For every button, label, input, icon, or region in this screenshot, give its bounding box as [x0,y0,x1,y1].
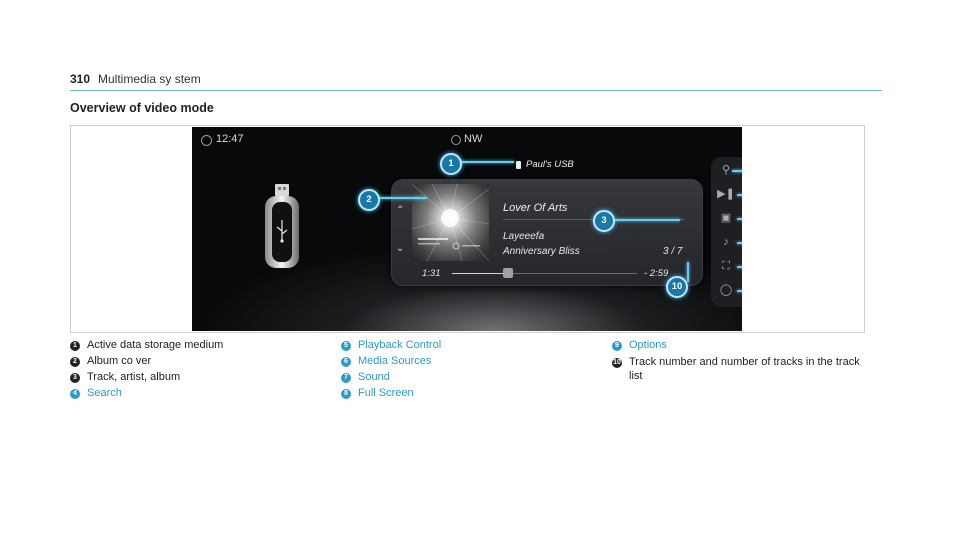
legend-number: 10 [612,358,622,368]
chevron-up-icon[interactable]: ⌃ [396,205,405,216]
callout-badge: 10 [666,276,688,298]
page-header: 310 Multimedia sy stem [70,70,882,91]
usb-source-icon [516,161,521,169]
legend-number: 8 [341,389,351,399]
track-title: Lover Of Arts [503,202,568,214]
album-cover-art [412,184,489,261]
track-album: Anniversary Bliss [503,246,580,257]
legend-item-full-screen[interactable]: 8 Full Screen [341,387,414,399]
callout-badge: 2 [358,189,380,211]
legend-item: 10 Track number and number of tracks in t… [612,355,869,383]
legend-item: 3 Track, artist, album [70,371,180,383]
legend-number: 4 [70,389,80,399]
callout-line-6 [737,218,742,220]
callout-line-7 [737,242,742,244]
legend-text: Track number and number of tracks in the… [629,356,860,382]
progress-fill [452,273,508,274]
legend-link[interactable]: Sound [358,371,390,383]
legend-item-playback-control[interactable]: 5 Playback Control [341,339,441,351]
legend-item: 1 Active data storage medium [70,339,223,351]
figure-frame: 12:47 NW Paul's USB ⌃ ⌄ [70,125,865,333]
clock-icon [201,135,212,146]
legend-link[interactable]: Media Sources [358,355,432,367]
legend-number: 6 [341,357,351,367]
options-icon[interactable]: ◯ [719,284,733,296]
legend-item-options[interactable]: 9 Options [612,339,667,351]
legend-text: Track, artist, album [87,371,181,383]
album-cover[interactable] [412,184,489,261]
legend-link[interactable]: Search [87,387,122,399]
media-sources-icon[interactable]: ▣ [720,212,732,224]
track-artist: Layeeefa [503,231,545,242]
callout-line-3 [600,219,680,221]
chevron-down-icon[interactable]: ⌄ [396,243,405,254]
search-icon[interactable]: ⚲ [721,164,731,176]
full-screen-icon[interactable]: ⛶ [722,260,730,272]
callout-line-1 [458,161,514,163]
time-elapsed: 1:31 [422,268,441,279]
section-title: Overview of video mode [70,101,214,115]
track-counter: 3 / 7 [663,246,683,257]
legend-item-sound[interactable]: 7 Sound [341,371,390,383]
progress-knob[interactable] [502,268,513,278]
legend-number: 9 [612,341,622,351]
callout-line-8 [737,266,742,268]
usb-stick-icon [265,184,299,268]
progress-track[interactable] [452,273,637,274]
callout-badge: 3 [593,210,615,232]
legend-number: 5 [341,341,351,351]
chapter-title: Multimedia sy stem [98,72,201,86]
callout-line-9 [737,290,742,292]
source-label: Paul's USB [526,159,574,170]
callout-badge: 1 [440,153,462,175]
legend-number: 1 [70,341,80,351]
time-remaining: - 2:59 [644,268,669,279]
media-screen: 12:47 NW Paul's USB ⌃ ⌄ [192,127,742,331]
legend-link[interactable]: Options [629,339,667,351]
legend-item-media-sources[interactable]: 6 Media Sources [341,355,431,367]
legend-text: Album co ver [87,355,152,367]
legend-item: 2 Album co ver [70,355,151,367]
legend-text: Active data storage medium [87,339,224,351]
callout-line-5 [737,194,742,196]
sidebar [711,157,742,307]
callout-line-2 [377,197,427,199]
legend-item-search[interactable]: 4 Search [70,387,122,399]
legend-number: 3 [70,373,80,383]
callout-line-10 [687,262,689,282]
sound-icon[interactable]: ♪ [723,236,729,248]
clock-text: 12:47 [216,133,244,145]
compass-icon [451,135,461,145]
legend-number: 2 [70,357,80,367]
legend-number: 7 [341,373,351,383]
callout-line-4 [732,170,742,172]
page-number: 310 [70,72,91,86]
compass-text: NW [464,133,483,145]
play-pause-icon[interactable]: ▶❚ [717,188,735,200]
legend-link[interactable]: Playback Control [358,339,442,351]
legend-link[interactable]: Full Screen [358,387,414,399]
